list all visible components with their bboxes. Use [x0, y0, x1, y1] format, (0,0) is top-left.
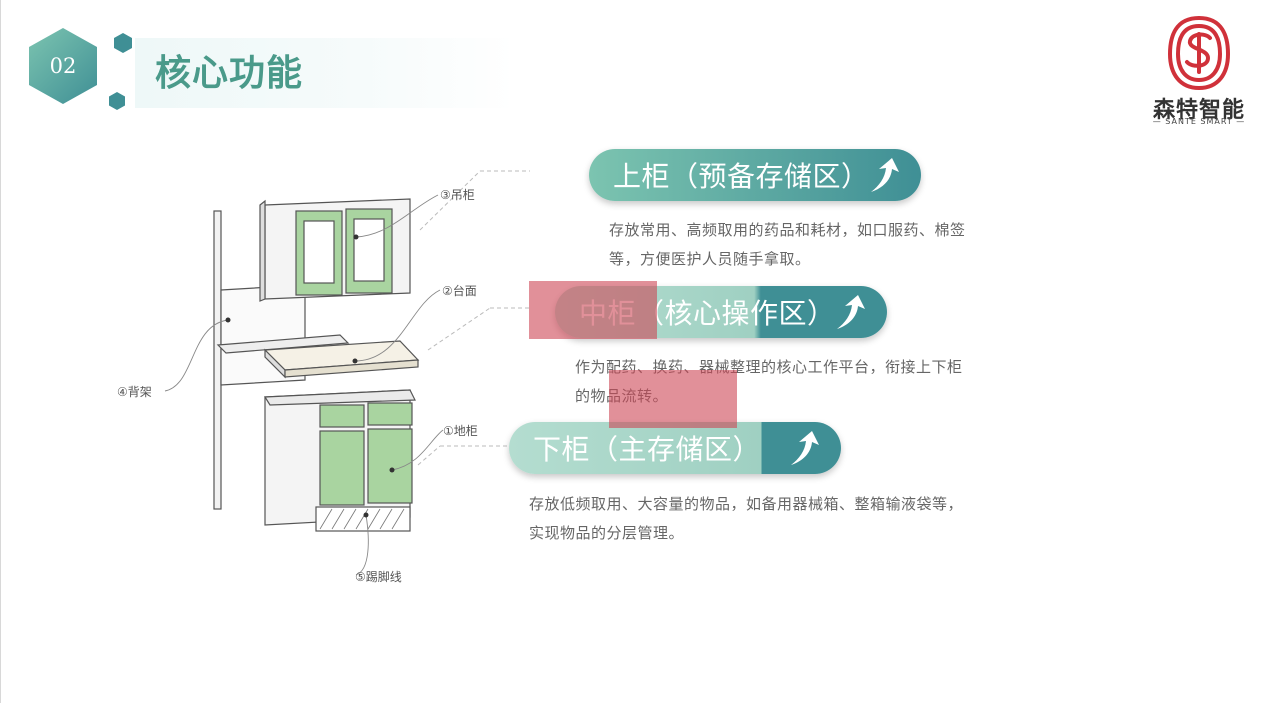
highlight-overlay — [529, 281, 657, 339]
company-name-en-text: SANTE SMART — [1165, 117, 1233, 126]
label-floor-cabinet: ①地柜 — [443, 424, 478, 438]
lower-cabinet-title: 下柜（主存储区） — [533, 433, 762, 466]
arrow-up-icon — [837, 295, 865, 329]
upper-cabinet-title: 上柜（预备存储区） — [613, 160, 870, 193]
page-edge — [0, 0, 1, 703]
section-number-badge: 02 — [29, 28, 97, 104]
section-number: 02 — [49, 54, 77, 78]
upper-desc-line1: 存放常用、高频取用的药品和耗材，如口服药、棉签 — [609, 221, 966, 239]
company-name-cn: 森特智能 — [1152, 98, 1245, 123]
upper-cabinet-description: 存放常用、高频取用的药品和耗材，如口服药、棉签 等，方便医护人员随手拿取。 — [609, 216, 989, 274]
lower-desc-line2: 实现物品的分层管理。 — [529, 524, 685, 542]
lower-cabinet-pill: 下柜（主存储区） — [509, 422, 841, 474]
title-background — [135, 38, 515, 108]
highlight-overlay — [609, 370, 737, 428]
label-upper-cabinet: ③吊柜 — [440, 188, 475, 202]
decor-hexagon — [109, 92, 125, 110]
label-kick-line: ⑤踢脚线 — [355, 570, 402, 584]
arrow-up-icon — [871, 158, 899, 192]
company-name-en: — SANTE SMART — — [1152, 117, 1246, 126]
company-logo-icon — [1167, 15, 1231, 91]
decor-hexagon — [114, 33, 132, 53]
arrow-up-icon — [791, 431, 819, 465]
cabinet-illustration — [164, 170, 530, 576]
label-back-frame: ④背架 — [117, 385, 152, 399]
page-title: 核心功能 — [155, 53, 304, 94]
upper-cabinet-pill: 上柜（预备存储区） — [589, 149, 921, 201]
upper-desc-line2: 等，方便医护人员随手拿取。 — [609, 250, 811, 268]
lower-desc-line1: 存放低频取用、大容量的物品，如备用器械箱、整箱输液袋等， — [529, 495, 964, 513]
lower-cabinet-description: 存放低频取用、大容量的物品，如备用器械箱、整箱输液袋等， 实现物品的分层管理。 — [529, 490, 989, 548]
label-countertop: ②台面 — [442, 284, 477, 298]
